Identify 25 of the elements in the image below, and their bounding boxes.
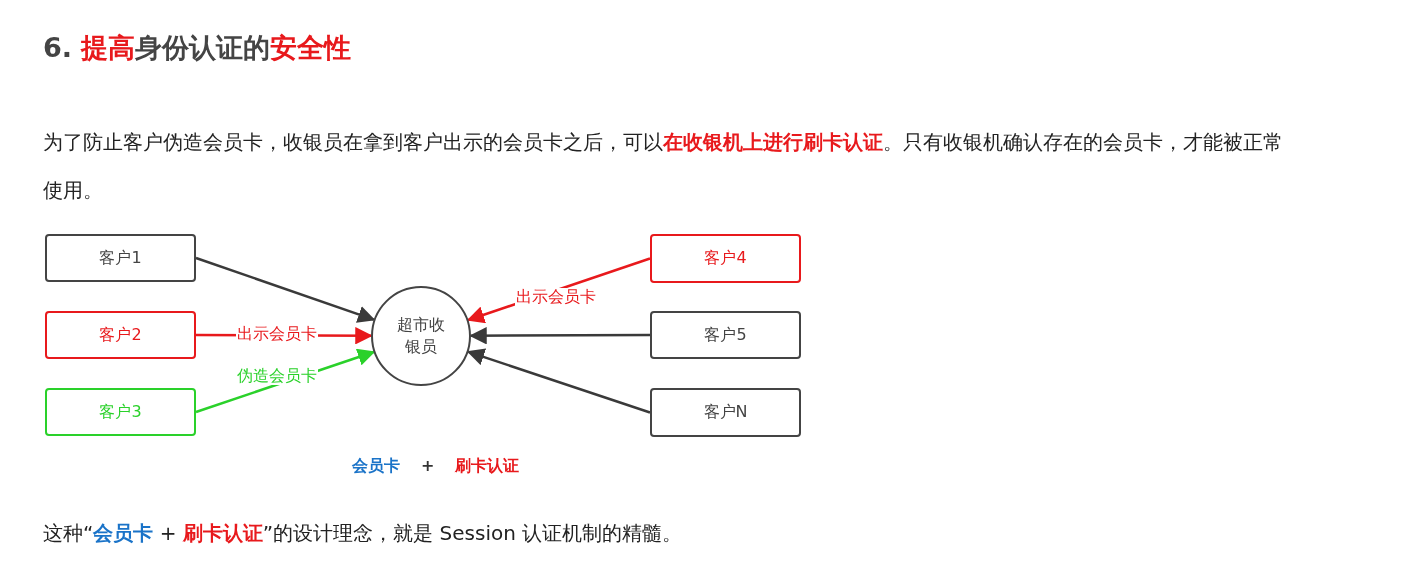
arrow — [195, 256, 376, 323]
node-label: 客户3 — [99, 401, 142, 423]
edge-label: 伪造会员卡 — [236, 367, 318, 385]
paragraph: 为了防止客户伪造会员卡，收银员在拿到客户出示的会员卡之后，可以在收银机上进行刷卡认证。只有收银机确认存在的会员卡，才能被正常使用。 — [43, 129, 1283, 204]
legend-term: 刷卡认证 — [455, 456, 519, 477]
process-box — [45, 311, 196, 359]
arrow — [469, 326, 650, 345]
heading: 6. 提高身份认证的安全性 — [43, 31, 352, 65]
node-label: 客户4 — [704, 248, 747, 269]
edge-label: 出示会员卡 — [515, 288, 597, 306]
legend-term: 会员卡 — [352, 456, 400, 477]
node-label: 客户2 — [99, 324, 142, 346]
node-label: 客户N — [703, 402, 748, 423]
node-label: 客户5 — [704, 324, 747, 346]
node-label: 超市收银员 — [396, 313, 446, 358]
plus-sign: + — [421, 456, 435, 475]
edge-label: 出示会员卡 — [236, 325, 318, 343]
node-label: 客户1 — [99, 247, 142, 269]
process-box — [650, 311, 801, 359]
process-box — [45, 234, 196, 282]
process-box — [650, 388, 801, 437]
process-box — [45, 388, 196, 436]
sentence: 这种“会员卡 + 刷卡认证”的设计理念，就是 Session 认证机制的精髓。 — [43, 520, 684, 547]
process-box — [650, 234, 801, 283]
arrow — [466, 348, 651, 414]
